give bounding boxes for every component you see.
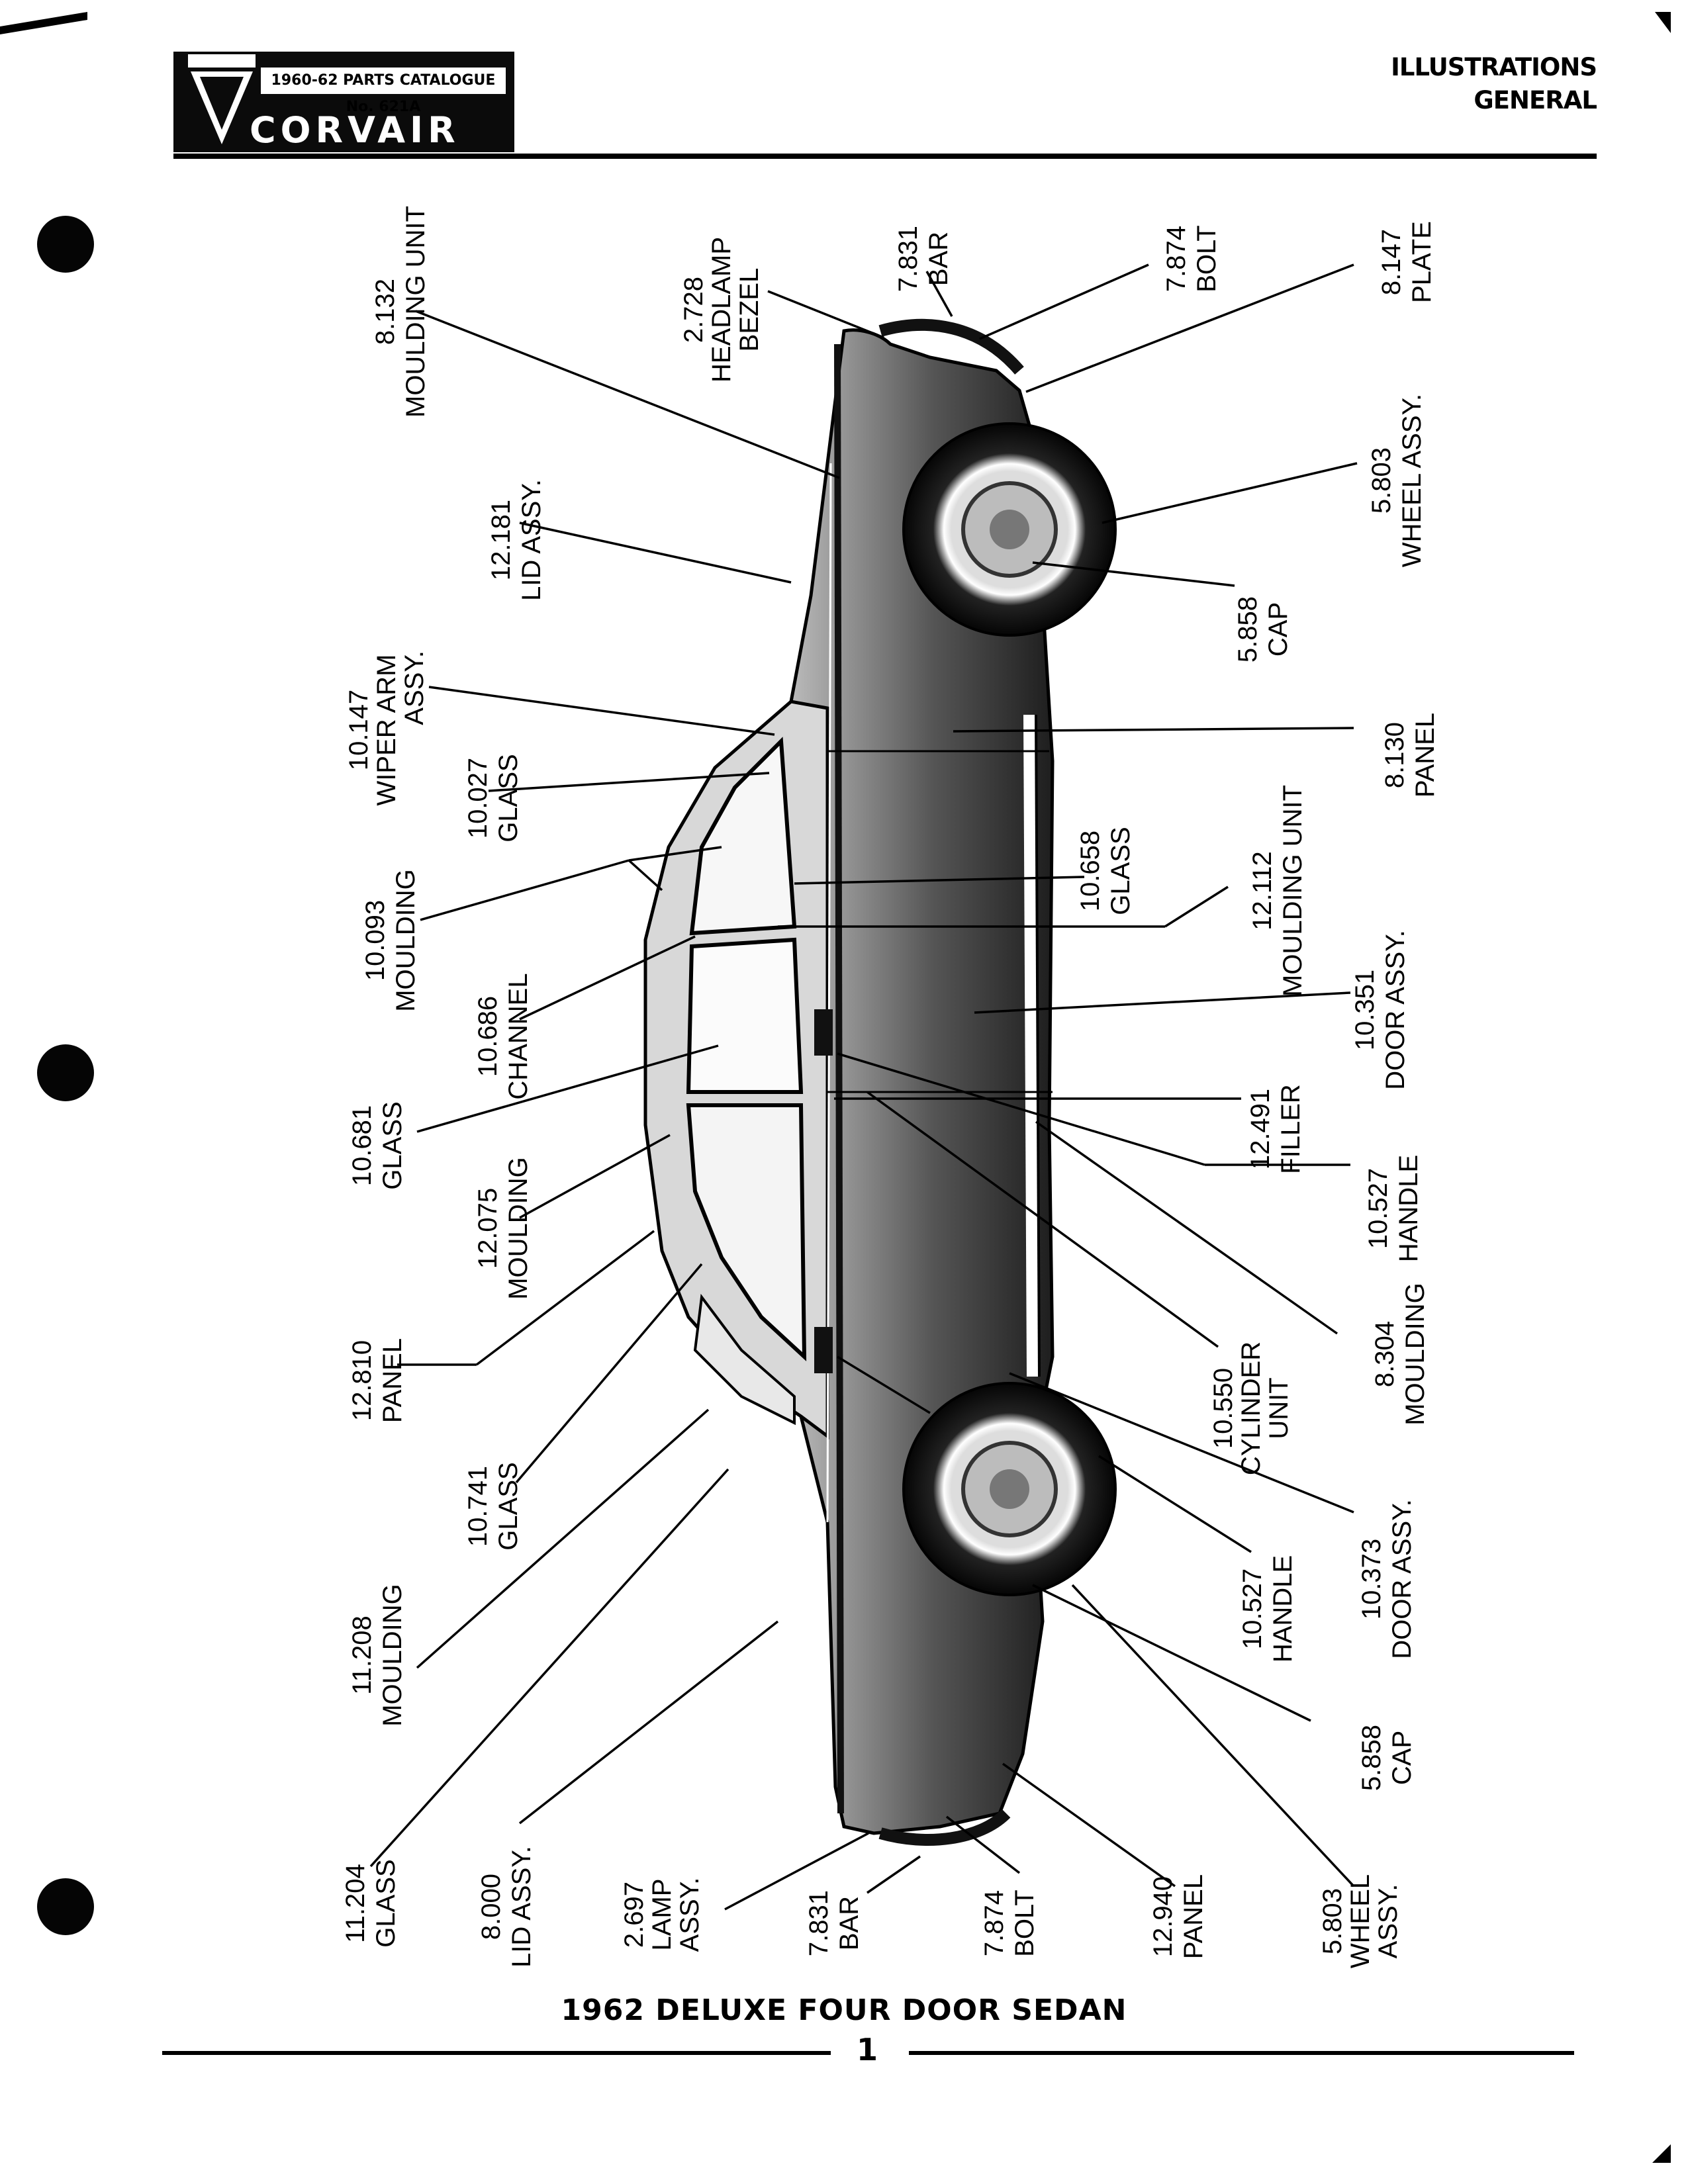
binder-hole-bottom (37, 1878, 94, 1935)
chevrolet-emblem-icon (188, 54, 256, 144)
header-divider (173, 154, 1597, 159)
catalogue-logo: 1960-62 PARTS CATALOGUE No. 621A CORVAIR (173, 52, 514, 152)
catalogue-number: 1960-62 PARTS CATALOGUE No. 621A (261, 68, 506, 115)
footer-divider-right (909, 2051, 1574, 2055)
footer-divider-left (162, 2051, 831, 2055)
binder-hole-top (37, 216, 94, 273)
section-title: ILLUSTRATIONS (1391, 53, 1597, 81)
brand-name: CORVAIR (250, 109, 460, 151)
figure-caption: 1962 DELUXE FOUR DOOR SEDAN (561, 1993, 1127, 2027)
section-subtitle: GENERAL (1474, 86, 1597, 114)
binder-hole-middle (37, 1044, 94, 1101)
page-number: 1 (856, 2032, 878, 2068)
